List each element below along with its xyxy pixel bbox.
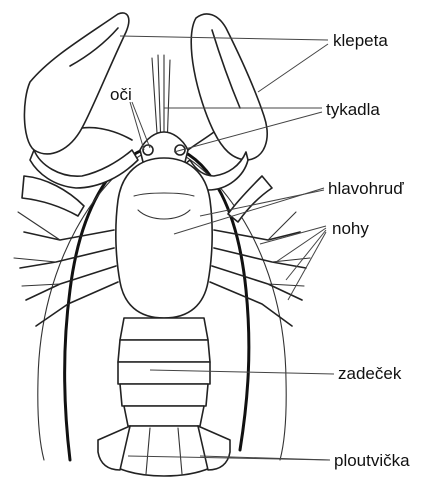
label-oci: oči [110,86,132,103]
carapace [116,158,212,318]
left-claw [22,13,138,216]
label-ploutvicka: ploutvička [334,452,410,469]
abdomen [118,318,210,426]
label-nohy: nohy [332,220,369,237]
label-zadecek: zadeček [338,365,401,382]
left-eye [143,145,153,155]
label-tykadla: tykadla [326,101,380,118]
tail-fan [98,426,230,476]
label-klepeta: klepeta [333,32,388,49]
label-hlavohrud: hlavohruď [328,180,404,197]
left-legs [14,212,118,326]
